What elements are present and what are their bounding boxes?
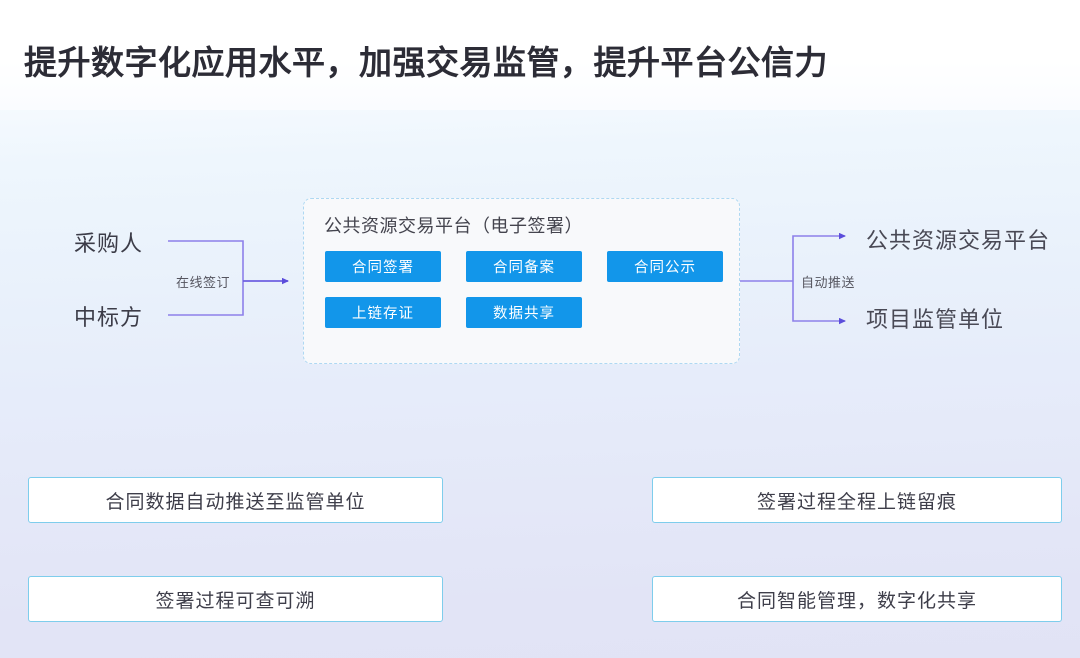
- chip-contract-publicity[interactable]: 合同公示: [607, 251, 723, 282]
- connector-winner: [168, 281, 244, 316]
- page-title: 提升数字化应用水平，加强交易监管，提升平台公信力: [24, 44, 828, 81]
- target-label-public-resource-platform: 公共资源交易平台: [866, 228, 1051, 253]
- benefit-box-smart-management: 合同智能管理，数字化共享: [652, 576, 1062, 622]
- actor-label-buyer: 采购人: [74, 231, 144, 256]
- actor-label-winner: 中标方: [74, 305, 144, 330]
- benefit-box-auto-push: 合同数据自动推送至监管单位: [28, 477, 443, 523]
- platform-panel: 公共资源交易平台（电子签署） 合同签署 合同备案 合同公示 上链存证 数据共享: [303, 198, 740, 364]
- flow-diagram: 采购人 中标方 在线签订 自动推送 公共资源交易平台（电子签署） 合同签署 合同…: [0, 110, 1080, 440]
- edge-label-online-signing: 在线签订: [176, 275, 231, 290]
- edge-label-auto-push: 自动推送: [801, 275, 856, 290]
- platform-panel-title: 公共资源交易平台（电子签署）: [324, 216, 583, 236]
- benefit-box-group: 合同数据自动推送至监管单位 签署过程全程上链留痕 签署过程可查可溯 合同智能管理…: [0, 465, 1080, 645]
- chip-contract-signing[interactable]: 合同签署: [325, 251, 441, 282]
- flow-connectors: [168, 232, 846, 325]
- connector-to-target-platform: [792, 232, 846, 281]
- connector-buyer: [168, 240, 244, 281]
- chip-data-sharing[interactable]: 数据共享: [466, 297, 582, 328]
- target-label-project-regulator: 项目监管单位: [866, 307, 1005, 332]
- chip-onchain-evidence[interactable]: 上链存证: [325, 297, 441, 328]
- chip-contract-filing[interactable]: 合同备案: [466, 251, 582, 282]
- benefit-box-traceable: 签署过程可查可溯: [28, 576, 443, 622]
- platform-chip-group: 合同签署 合同备案 合同公示 上链存证 数据共享: [325, 251, 723, 328]
- benefit-box-onchain-trace: 签署过程全程上链留痕: [652, 477, 1062, 523]
- connector-to-target-regulator: [792, 281, 846, 325]
- title-bar: 提升数字化应用水平，加强交易监管，提升平台公信力: [0, 0, 1080, 110]
